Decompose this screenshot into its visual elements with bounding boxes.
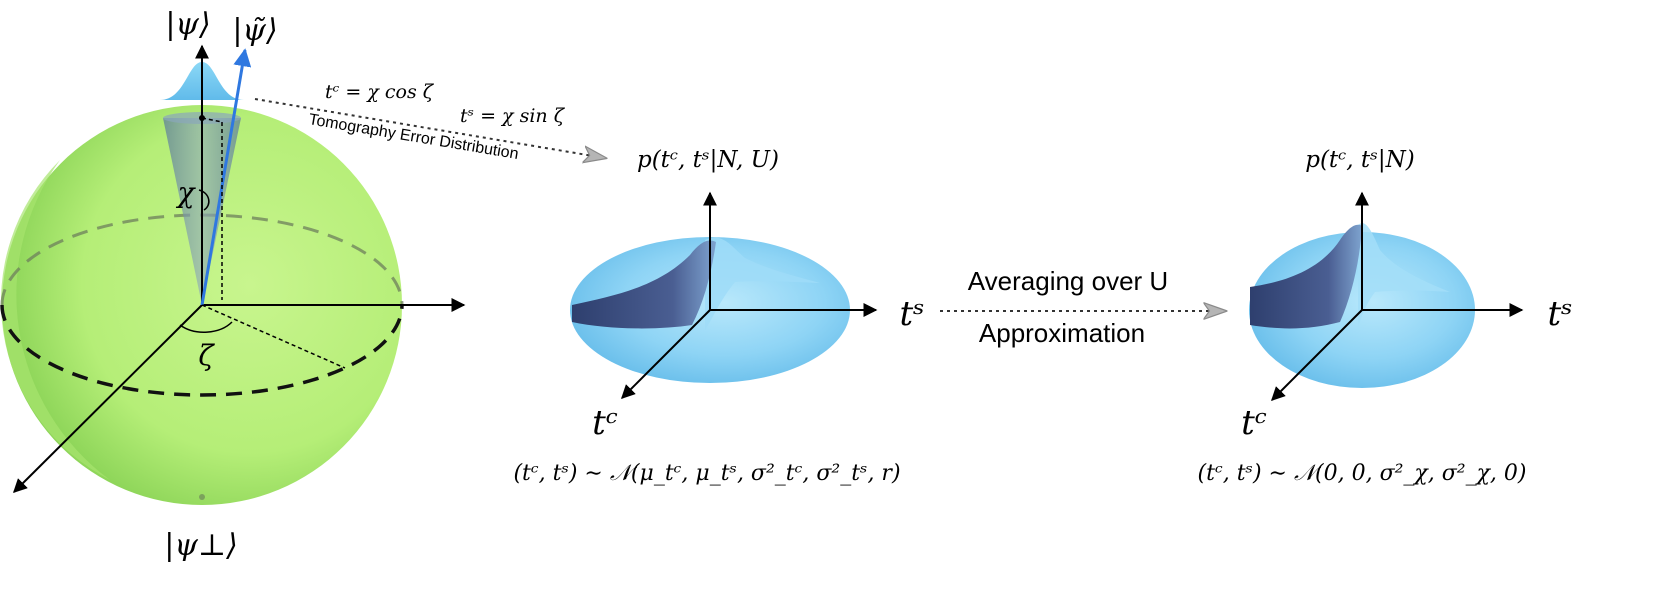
tc-equation: tᶜ = χ cos ζ	[325, 81, 435, 103]
right-ts-label: tˢ	[1547, 294, 1572, 334]
left-tc-axis	[621, 309, 711, 399]
right-surface-ridge	[1250, 224, 1362, 329]
left-ts-label: tˢ	[899, 294, 924, 334]
proj-top	[201, 117, 223, 123]
ts-equation: tˢ = χ sin ζ	[460, 105, 566, 127]
approximation-label: Approximation	[979, 318, 1145, 348]
chi-label: χ	[176, 176, 197, 209]
cone-apex-dot	[199, 115, 205, 121]
equator-front	[0, 304, 404, 397]
psi-perp-label: |ψ⊥⟩	[164, 528, 238, 563]
left-surface-ridge	[572, 240, 716, 329]
chi-arc	[198, 189, 210, 211]
zeta-label: ζ	[198, 339, 215, 372]
left-surface-peak	[705, 237, 820, 330]
bloch-sphere	[0, 44, 466, 505]
left-formula: (tᶜ, tˢ) ∼ 𝒩(μ_tᶜ, μ_tˢ, σ²_tᶜ, σ²_tˢ, r…	[513, 461, 900, 486]
mapping-arrow	[254, 98, 605, 158]
psi-label: |ψ⟩	[165, 7, 210, 42]
right-tc-label: tᶜ	[1241, 403, 1267, 443]
south-pole-dot	[199, 494, 205, 500]
right-surface-peak	[1358, 223, 1450, 330]
x-axis	[13, 304, 203, 493]
left-distribution	[570, 191, 878, 399]
psi-tilde-label: |ψ̃⟩	[232, 13, 277, 48]
averaging-label: Averaging over U	[968, 266, 1168, 296]
right-tc-axis	[1271, 309, 1363, 401]
right-distribution	[1249, 191, 1524, 401]
proj-equator	[201, 304, 346, 369]
zeta-arc	[179, 321, 233, 333]
right-title: p(tᶜ, tˢ|N)	[1305, 147, 1415, 173]
left-title: p(tᶜ, tˢ|N, U)	[637, 147, 779, 173]
sphere-shade	[0, 160, 110, 480]
right-formula: (tᶜ, tˢ) ∼ 𝒩(0, 0, σ²_χ, σ²_χ, 0)	[1198, 461, 1527, 486]
left-tc-label: tᶜ	[592, 403, 618, 443]
psi-tilde-vector	[200, 48, 252, 306]
